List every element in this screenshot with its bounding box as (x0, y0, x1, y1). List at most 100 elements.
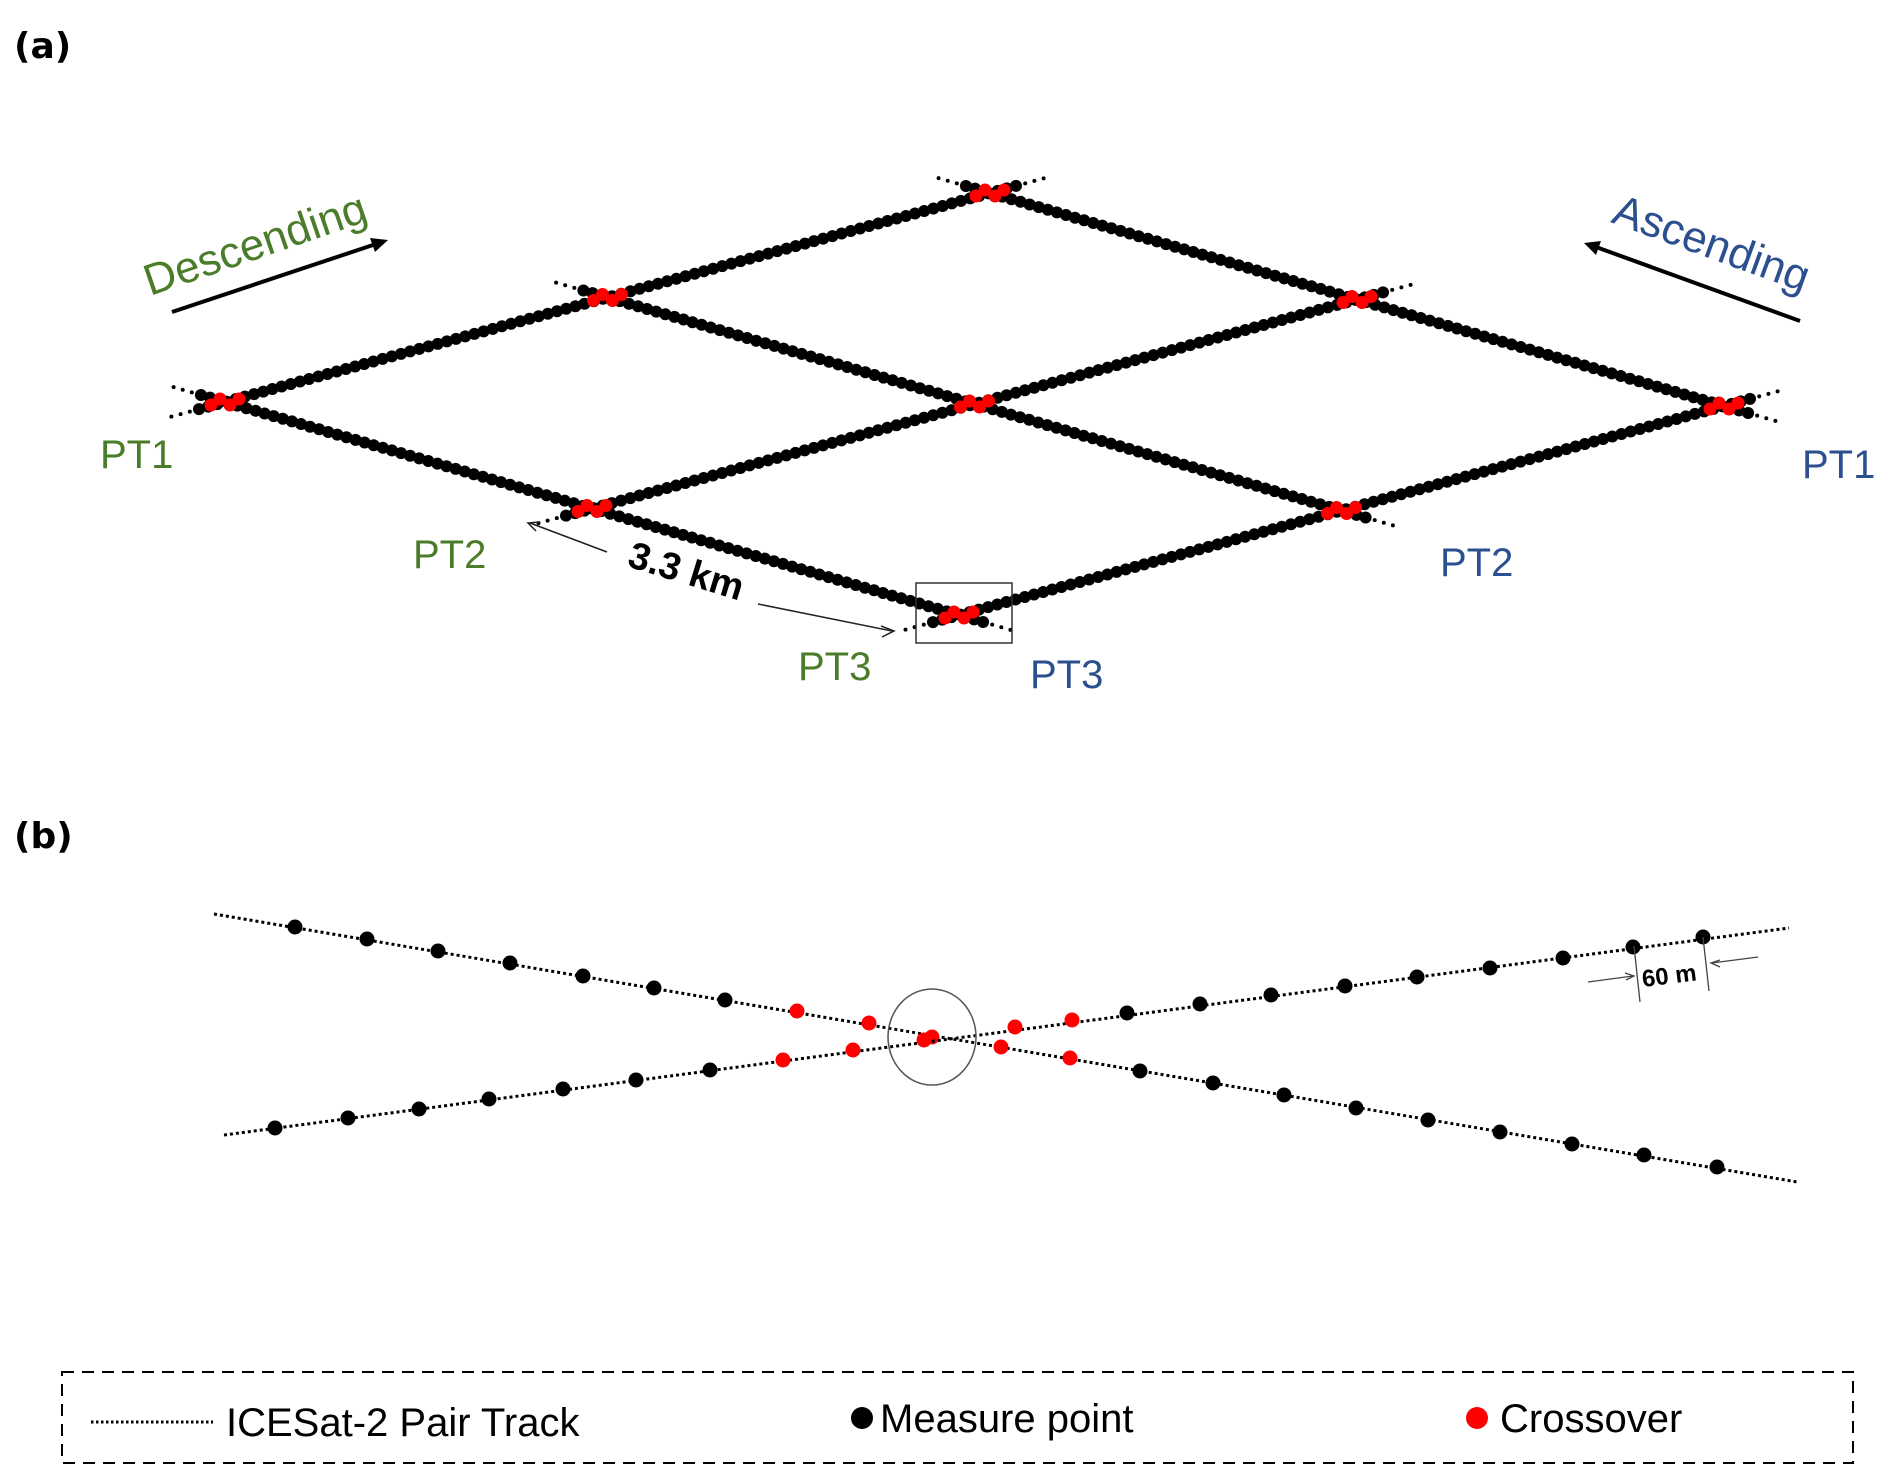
measure-point (1451, 322, 1463, 335)
measure-point (651, 484, 664, 497)
measure-point (284, 378, 297, 390)
measure-point (922, 600, 935, 613)
measure-point (758, 552, 771, 565)
measure-point (615, 494, 628, 507)
measure-point (258, 407, 271, 420)
measure-point (704, 536, 717, 549)
measure-point (904, 594, 917, 607)
legend-measure-point-icon (851, 1407, 873, 1429)
measure-point (670, 479, 683, 492)
measure-point (449, 462, 462, 475)
descending-direction: Descending (137, 183, 388, 314)
measure-point (1505, 458, 1518, 471)
measure-point (849, 579, 862, 591)
measure-point (753, 250, 765, 263)
zoom-region-box (915, 582, 1013, 644)
measure-point (266, 383, 279, 395)
measure-point (918, 205, 931, 217)
measure-point (868, 584, 880, 597)
measure-point (844, 431, 857, 444)
measure-point (817, 439, 829, 452)
crossover-highlight-circle (887, 988, 977, 1086)
crossover-cluster (954, 394, 995, 414)
measure-point (1431, 478, 1444, 491)
measure-point (1605, 367, 1618, 380)
measure-point (633, 489, 646, 502)
measure-point (1321, 301, 1334, 314)
measure-point (1223, 471, 1236, 484)
measure-point (1041, 419, 1054, 432)
crossover-point (963, 394, 976, 408)
measure-point (1184, 545, 1196, 558)
measure-point (762, 454, 774, 467)
measure-point (554, 516, 559, 521)
measure-point (1460, 325, 1473, 338)
measure-point (936, 406, 949, 419)
measure-point (789, 240, 802, 253)
measure-point (1314, 498, 1327, 511)
measure-point (545, 518, 550, 523)
crossover-point (1062, 1050, 1078, 1066)
measure-point (422, 340, 435, 353)
measure-point (1660, 383, 1673, 396)
measure-point (740, 547, 753, 560)
measure-point (1214, 469, 1227, 482)
measure-point (652, 277, 664, 290)
measure-point (1050, 206, 1063, 219)
measure-point (1104, 437, 1117, 450)
measure-point (1387, 304, 1400, 317)
measure-point (468, 327, 481, 340)
measure-point (1086, 432, 1099, 445)
measure-point (881, 421, 894, 434)
measure-point (1277, 487, 1290, 500)
measure-point (1275, 520, 1288, 533)
measure-point (294, 375, 306, 388)
measure-point (731, 544, 744, 557)
measure-point (1532, 346, 1545, 359)
measure-point (798, 444, 811, 457)
measure-point (1372, 518, 1377, 523)
measure-point (795, 563, 808, 576)
measure-point (1555, 950, 1571, 966)
measure-point (1120, 356, 1132, 369)
measure-point (780, 242, 793, 255)
crossover-point (845, 1042, 861, 1058)
measure-point (1195, 464, 1208, 476)
measure-point (1564, 1136, 1580, 1152)
measure-point (650, 305, 663, 318)
measure-point (632, 300, 644, 313)
measure-point (732, 329, 744, 342)
measure-point (1165, 550, 1178, 563)
measure-point (1514, 341, 1527, 353)
measure-point (1193, 336, 1206, 349)
measure-point (777, 342, 790, 355)
measure-point (523, 312, 536, 325)
measure-point (169, 414, 174, 419)
measure-point (1177, 458, 1190, 471)
descending-arrow-icon (171, 242, 377, 314)
measure-point (249, 404, 262, 417)
measure-point (1523, 343, 1536, 356)
measure-point (560, 509, 572, 522)
measure-point (240, 402, 253, 415)
measure-point (1229, 533, 1242, 546)
measure-point (1285, 311, 1298, 324)
measure-point (982, 601, 995, 614)
measure-point (1221, 329, 1233, 341)
measure-point (477, 325, 490, 338)
measure-point (367, 355, 380, 368)
measure-point (171, 385, 176, 390)
crossover-point (1345, 290, 1359, 303)
measure-point (1092, 571, 1105, 583)
measure-point (1241, 261, 1254, 274)
measure-point (450, 332, 462, 345)
measure-point (1192, 996, 1208, 1012)
measure-point (1560, 354, 1573, 367)
measure-point (1766, 391, 1771, 396)
measure-point (1169, 240, 1182, 253)
measure-point (899, 210, 912, 222)
measure-point (1266, 316, 1279, 329)
measure-point (1669, 385, 1682, 398)
measure-point (1248, 321, 1261, 334)
measure-point (1083, 573, 1096, 586)
